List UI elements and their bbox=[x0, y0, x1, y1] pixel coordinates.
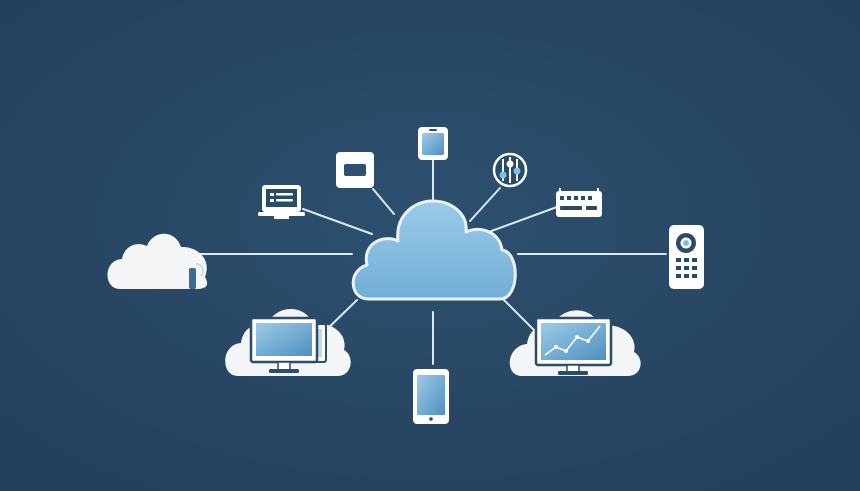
connector-control-dial bbox=[469, 187, 501, 222]
connector-lines bbox=[191, 157, 667, 365]
analytics-monitor-icon bbox=[509, 310, 641, 376]
desktop-monitor-icon bbox=[225, 308, 351, 376]
router-icon bbox=[556, 188, 602, 217]
laptop-icon bbox=[258, 185, 305, 219]
wall-panel-icon bbox=[336, 152, 374, 188]
connector-laptop bbox=[302, 208, 373, 235]
remote-control-icon bbox=[669, 225, 704, 289]
connector-wall-panel bbox=[372, 188, 395, 215]
connector-router bbox=[485, 206, 558, 234]
smartphone-icon bbox=[413, 369, 449, 424]
connector-analytics-monitor bbox=[503, 299, 539, 335]
cloud-storage-icon bbox=[107, 233, 208, 289]
cloud-network-hub-icon bbox=[351, 199, 517, 301]
tablet-icon bbox=[418, 127, 448, 160]
control-dial-icon bbox=[492, 152, 528, 188]
